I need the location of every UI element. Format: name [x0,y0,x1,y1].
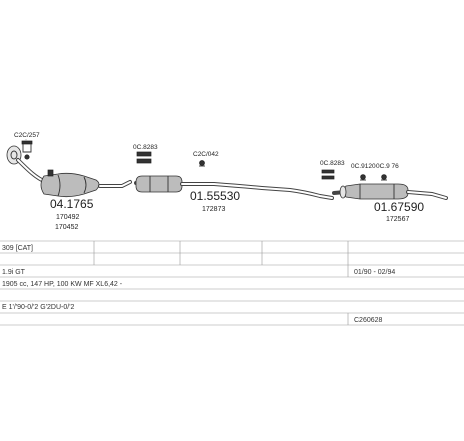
code-c-sub: 172567 [386,216,409,223]
clamp-mid2-label: C2C/042 [193,151,219,158]
centre-box [135,175,183,193]
clamp-r2-label: 0C.9120 [351,163,376,170]
rear-silencer[interactable] [332,183,448,200]
catalyst-body [40,172,100,198]
clamp-mid2-icon[interactable] [199,160,205,167]
front-pipe-with-catalyst[interactable] [6,145,132,198]
clamp-r2-icon[interactable] [360,174,366,181]
row5-kit-code: C260628 [354,317,383,324]
code-a-sub1: 170492 [56,214,79,221]
row4-codes: E 1'/'90-0/'2 G'2DU-0/'2 [2,304,75,311]
code-a: 04.1765 [50,197,94,211]
rear-box [343,183,409,200]
centre-silencer[interactable] [134,175,334,200]
clamp-r1-icon[interactable] [321,169,335,180]
code-b: 01.55530 [190,189,240,203]
row2-years: 01/90 - 02/94 [354,269,395,276]
code-b-sub: 172873 [202,206,225,213]
row2-model: 1.9i GT [2,269,26,276]
code-c: 01.67590 [374,200,424,214]
clamp-left-label: C2C/257 [14,132,40,139]
clamp-r3-label: 0C.9 76 [376,163,399,170]
row3-spec: 1905 cc, 147 HP, 100 KW MF XL6,42 - [2,281,123,288]
code-a-sub2: 170452 [55,224,78,231]
clamp-r3-icon[interactable] [381,174,387,181]
clamp-left-icon[interactable] [21,140,33,160]
clamp-r1-label: 0C.8283 [320,160,345,167]
vehicle-table [0,240,464,326]
clamp-mid1-icon[interactable] [136,151,152,164]
clamp-mid1-label: 0C.8283 [133,144,158,151]
row1-engine: 309 [CAT] [2,245,33,252]
